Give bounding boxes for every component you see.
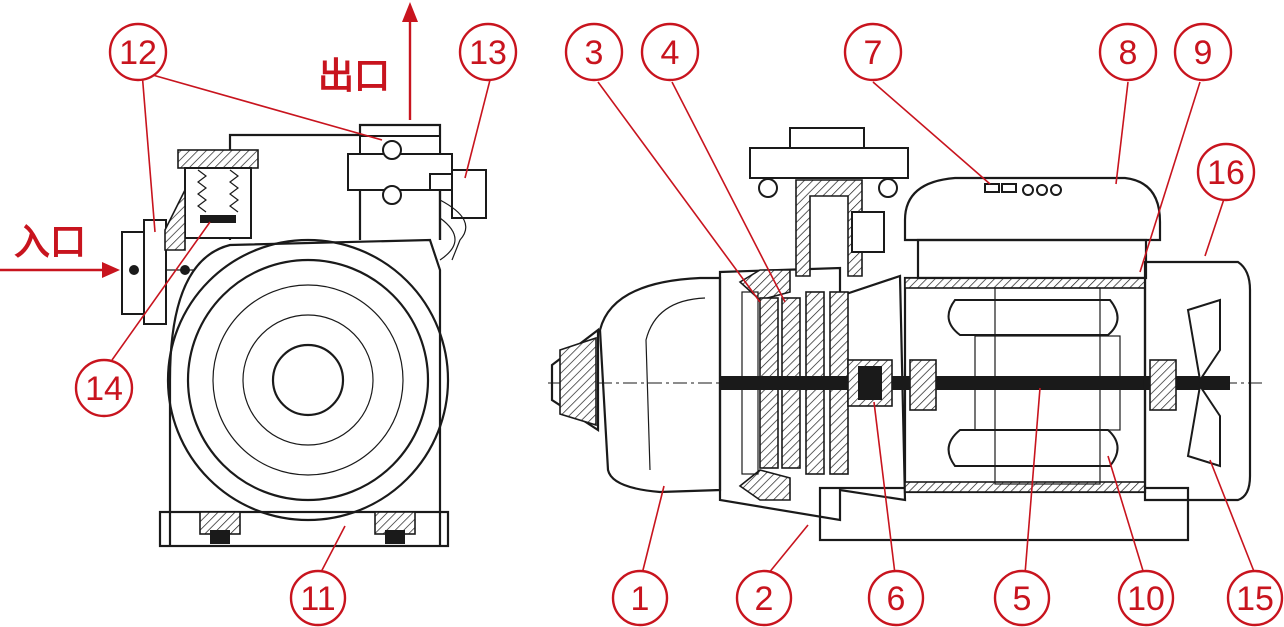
end-view-drawing (121, 123, 487, 548)
right-foot-bolt (374, 511, 416, 544)
outlet-arrow (402, 2, 418, 120)
callout-2: 2 (735, 569, 793, 627)
callout-12: 12 (108, 22, 168, 82)
svg-text:7: 7 (864, 34, 883, 72)
stator-windings (947, 287, 1121, 485)
leader-lines (111, 71, 1256, 575)
svg-text:13: 13 (469, 34, 507, 72)
left-foot-bolt (199, 511, 241, 544)
svg-text:2: 2 (755, 580, 774, 618)
svg-text:6: 6 (887, 580, 906, 618)
callout-3: 3 (564, 22, 624, 82)
svg-text:15: 15 (1236, 580, 1274, 618)
callout-13: 13 (458, 22, 518, 82)
callout-7: 7 (843, 22, 903, 82)
svg-text:5: 5 (1013, 580, 1032, 618)
inlet-arrow (0, 262, 120, 278)
svg-text:9: 9 (1194, 34, 1213, 72)
svg-text:14: 14 (85, 370, 123, 408)
svg-text:4: 4 (661, 34, 680, 72)
svg-text:11: 11 (300, 580, 335, 618)
section-view-drawing (548, 127, 1262, 542)
svg-text:12: 12 (119, 34, 157, 72)
outlet-flange (347, 135, 487, 261)
callout-8: 8 (1098, 22, 1158, 82)
callout-10: 10 (1117, 569, 1175, 627)
mechanical-seal (847, 359, 893, 407)
callout-9: 9 (1173, 22, 1233, 82)
callout-15: 15 (1226, 569, 1284, 627)
svg-text:1: 1 (631, 580, 650, 618)
svg-text:3: 3 (585, 34, 604, 72)
callout-6: 6 (867, 569, 925, 627)
svg-text:16: 16 (1207, 154, 1245, 192)
callout-4: 4 (640, 22, 700, 82)
svg-text:8: 8 (1119, 34, 1138, 72)
svg-text:10: 10 (1127, 580, 1165, 618)
callout-14: 14 (74, 358, 134, 418)
check-valve (164, 149, 259, 251)
inlet-label: 入口 (14, 222, 86, 263)
callout-1: 1 (611, 569, 669, 627)
callout-11: 11 (289, 569, 347, 627)
callout-16: 16 (1196, 142, 1256, 202)
callout-5: 5 (993, 569, 1051, 627)
outlet-label: 出口 (318, 56, 390, 97)
